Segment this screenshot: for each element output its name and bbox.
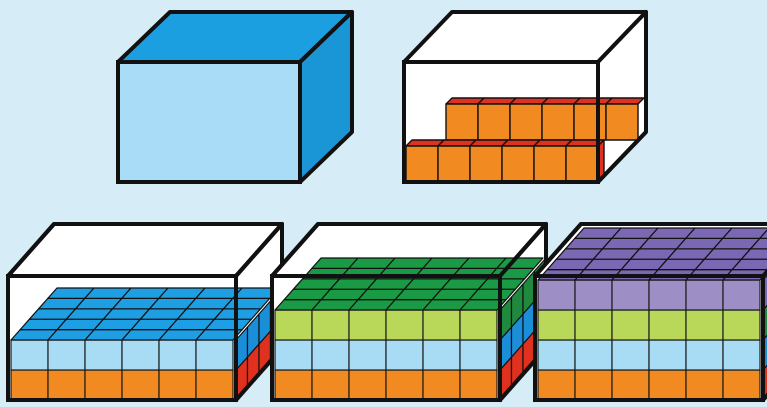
unit-cube-front [11,370,48,400]
unit-cube-front [723,280,760,310]
cube-front [566,146,598,182]
solid-box-front [118,62,300,182]
unit-cube-front [686,370,723,400]
unit-cube-front [460,340,497,370]
unit-cube-front [349,310,386,340]
unit-cube-front [48,370,85,400]
unit-cube-front [275,340,312,370]
unit-cube-front [723,340,760,370]
unit-cube-front [612,370,649,400]
unit-cube-front [686,340,723,370]
unit-cube-front [649,280,686,310]
unit-cube-front [723,370,760,400]
unit-cube-front [649,340,686,370]
solid-box [118,12,352,182]
unit-cube-front [312,310,349,340]
unit-cube-front [612,280,649,310]
unit-cube-front [649,370,686,400]
cube-front [446,104,478,140]
box-partial-layer [404,12,646,182]
box-four-layers [535,224,767,400]
unit-cube-front [312,370,349,400]
cube-front [478,104,510,140]
unit-cube-front [423,340,460,370]
unit-cube-front [85,370,122,400]
unit-cube-front [275,370,312,400]
unit-cube-front [460,370,497,400]
cube-front [574,104,606,140]
unit-cube-front [349,340,386,370]
cube-front [470,146,502,182]
cube-front [406,146,438,182]
unit-cube-front [723,310,760,340]
unit-cube-front [196,340,233,370]
unit-cube-front [686,310,723,340]
unit-cube-front [386,340,423,370]
unit-cube-front [538,280,575,310]
cube-top [606,98,644,104]
unit-cube-front [538,370,575,400]
unit-cube-front [612,340,649,370]
unit-cube-front [538,340,575,370]
unit-cube-front [575,340,612,370]
cube-front [542,104,574,140]
cube-front [510,104,542,140]
unit-cube-front [386,310,423,340]
unit-cube-front [575,280,612,310]
unit-cube-front [48,340,85,370]
unit-cube-front [122,370,159,400]
unit-cube-front [649,310,686,340]
unit-cube-front [11,340,48,370]
unit-cube-front [460,310,497,340]
unit-cube-front [275,310,312,340]
unit-cube-front [423,370,460,400]
box-two-layers [8,224,282,400]
unit-cube-front [686,280,723,310]
unit-cube-front [575,370,612,400]
unit-cube-front [159,340,196,370]
cube-front [534,146,566,182]
unit-cube-front [575,310,612,340]
unit-cube-front [196,370,233,400]
cube-front [438,146,470,182]
unit-cube-front [349,370,386,400]
unit-cube-front [122,340,159,370]
unit-cube-front [312,340,349,370]
unit-cube-front [538,310,575,340]
unit-cube-front [386,370,423,400]
cube-front [502,146,534,182]
unit-cube-front [423,310,460,340]
unit-cube-front [85,340,122,370]
unit-cube-front [612,310,649,340]
cube-front [606,104,638,140]
box-three-layers [272,224,546,400]
unit-cube-front [159,370,196,400]
